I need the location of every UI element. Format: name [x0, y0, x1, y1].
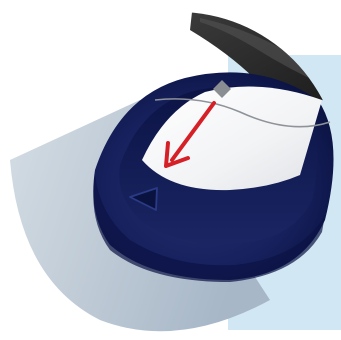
circle-viewport [93, 12, 340, 282]
